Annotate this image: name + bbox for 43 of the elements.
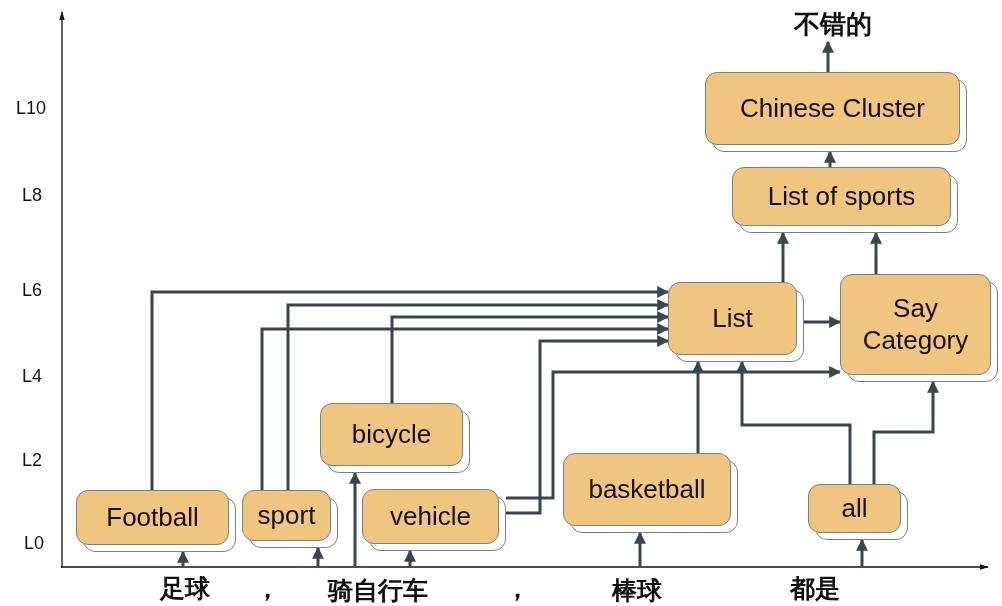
token-label: 骑自行车 (328, 575, 428, 606)
feature-box: sport (242, 490, 338, 548)
arrow (286, 299, 670, 490)
layer-label: L6 (22, 280, 43, 301)
feature-box: all (808, 484, 908, 540)
token-label: 都是 (790, 573, 840, 605)
output-word: 不错的 (794, 7, 872, 41)
arrow (804, 316, 842, 328)
arrow (856, 538, 868, 566)
arrow (506, 335, 670, 515)
arrow (312, 546, 324, 566)
feature-box: Say Category (840, 274, 998, 382)
arrow (150, 286, 670, 490)
feature-box: List (668, 282, 804, 362)
layer-label: L8 (22, 185, 43, 206)
token-label: 足球 (160, 573, 210, 605)
arrow (506, 366, 842, 500)
arrow (404, 549, 416, 566)
arrow (260, 323, 670, 490)
arrow (736, 360, 852, 484)
arrow (177, 550, 189, 566)
arrow (692, 360, 704, 453)
layer-label: L4 (22, 366, 43, 387)
feature-box: vehicle (362, 489, 506, 551)
token-label: ， (255, 573, 280, 605)
feature-box: Football (76, 490, 236, 552)
token-label: ， (505, 573, 530, 605)
arrow (349, 471, 361, 566)
feature-box: List of sports (732, 167, 958, 233)
feature-box: Chinese Cluster (705, 72, 967, 152)
arrow (822, 40, 834, 72)
arrow (824, 150, 836, 167)
layer-label: L2 (22, 450, 43, 471)
feature-box: basketball (563, 453, 738, 533)
arrow (390, 311, 670, 403)
arrow (872, 380, 939, 484)
arrow (777, 231, 789, 282)
feature-box: bicycle (320, 403, 470, 473)
layer-label: L0 (24, 533, 45, 554)
token-label: 棒球 (612, 575, 662, 606)
layer-label: L10 (16, 98, 47, 119)
arrow (634, 531, 646, 566)
arrow (870, 231, 882, 274)
